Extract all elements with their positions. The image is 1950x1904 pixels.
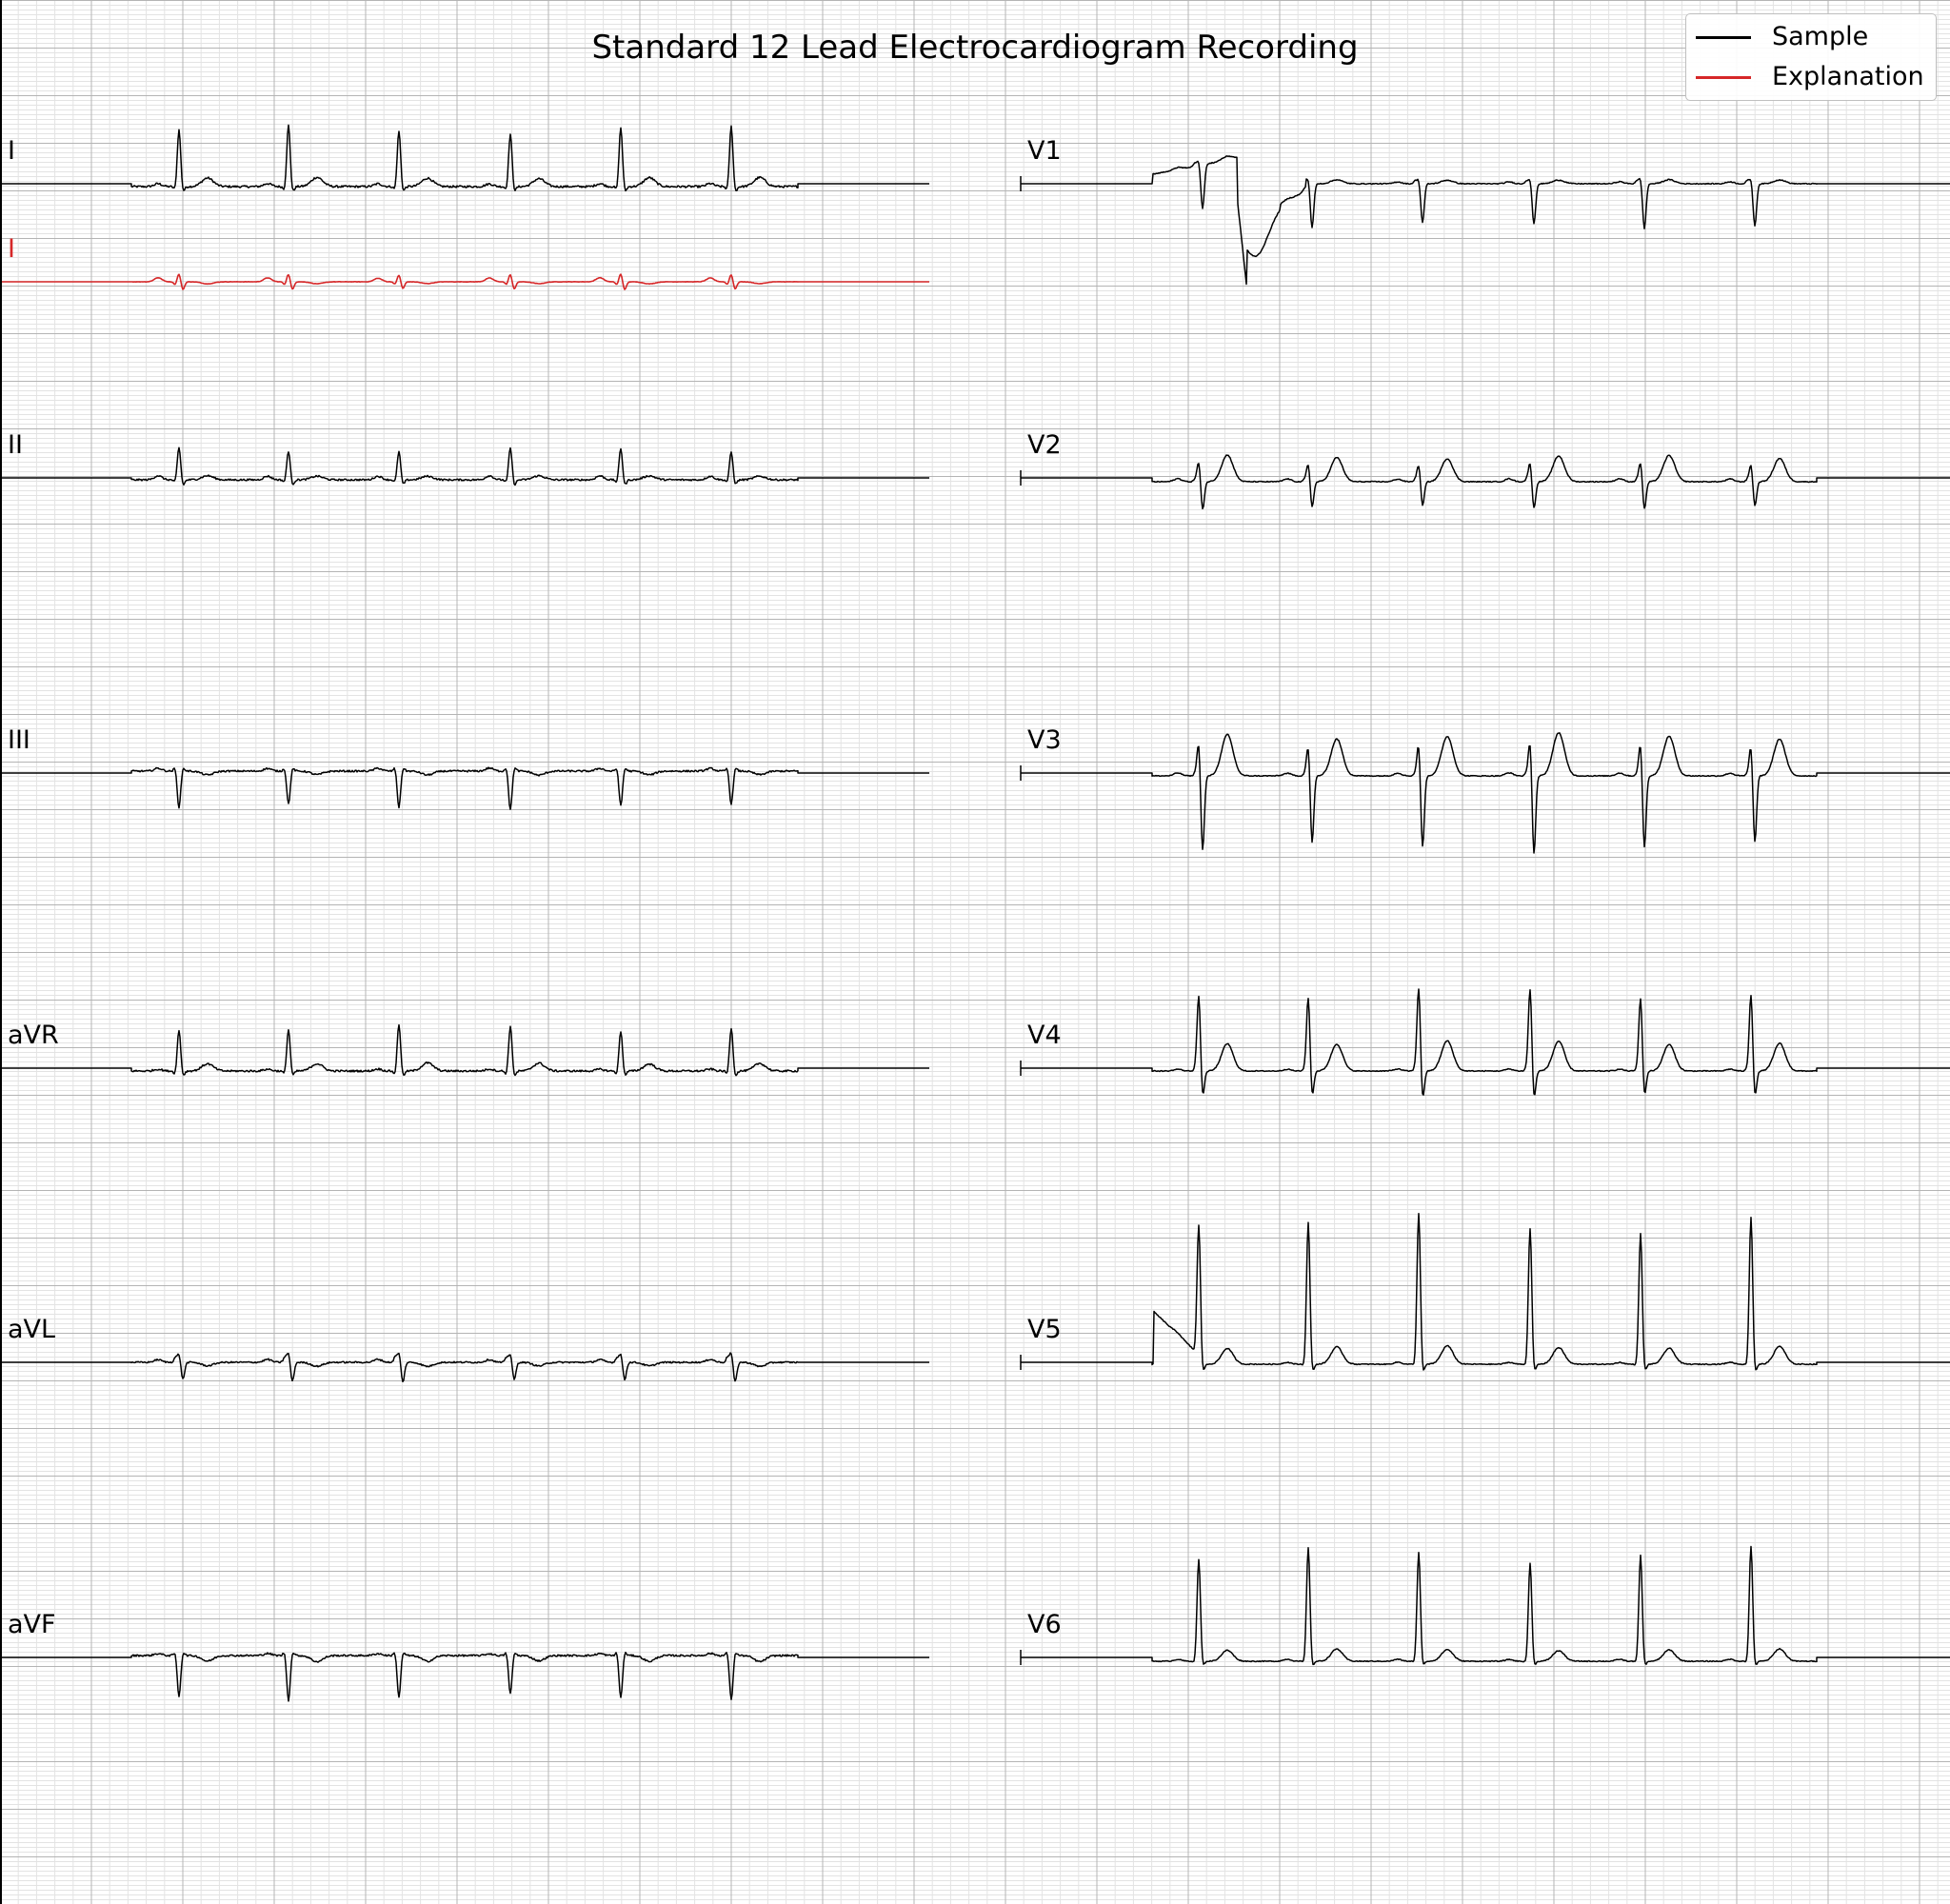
ecg-trace-V3 [1021, 732, 1950, 854]
legend-swatch-explanation [1696, 76, 1751, 79]
legend-item-sample: Sample [1686, 18, 1936, 56]
ecg-trace-V4 [1021, 988, 1950, 1096]
lead-label-aVL: aVL [8, 1315, 56, 1344]
ecg-trace-aVF [0, 1651, 929, 1702]
lead-label-aVR: aVR [8, 1021, 59, 1050]
ecg-trace-aVR [0, 1023, 929, 1077]
legend-label-explanation: Explanation [1772, 62, 1924, 91]
ecg-trace-aVL [0, 1352, 929, 1383]
lead-label-III: III [8, 725, 30, 755]
ecg-trace-V5 [1021, 1212, 1950, 1371]
ecg-trace-III [0, 766, 929, 810]
lead-label-V2: V2 [1027, 430, 1062, 460]
ecg-trace-V1 [1021, 155, 1950, 286]
lead-label-I: I [8, 136, 15, 166]
legend-label-sample: Sample [1772, 22, 1869, 51]
ecg-trace-I-explanation [0, 273, 929, 290]
lead-label-II: II [8, 430, 23, 460]
lead-label-V3: V3 [1027, 725, 1062, 755]
ecg-trace-V2 [1021, 454, 1950, 510]
ecg-trace-V6 [1021, 1545, 1950, 1666]
lead-label-I-explanation: I [8, 234, 15, 264]
legend-item-explanation: Explanation [1686, 58, 1936, 96]
lead-label-aVF: aVF [8, 1610, 56, 1639]
chart-legend: Sample Explanation [1685, 13, 1937, 101]
chart-title: Standard 12 Lead Electrocardiogram Recor… [591, 29, 1359, 67]
lead-label-V4: V4 [1027, 1021, 1062, 1050]
legend-swatch-sample [1696, 36, 1751, 39]
lead-label-V1: V1 [1027, 136, 1062, 166]
lead-label-V6: V6 [1027, 1610, 1062, 1639]
chart-left-border [0, 0, 2, 1904]
lead-label-V5: V5 [1027, 1315, 1062, 1344]
ecg-trace-I [0, 124, 929, 192]
ecg-trace-II [0, 446, 929, 486]
